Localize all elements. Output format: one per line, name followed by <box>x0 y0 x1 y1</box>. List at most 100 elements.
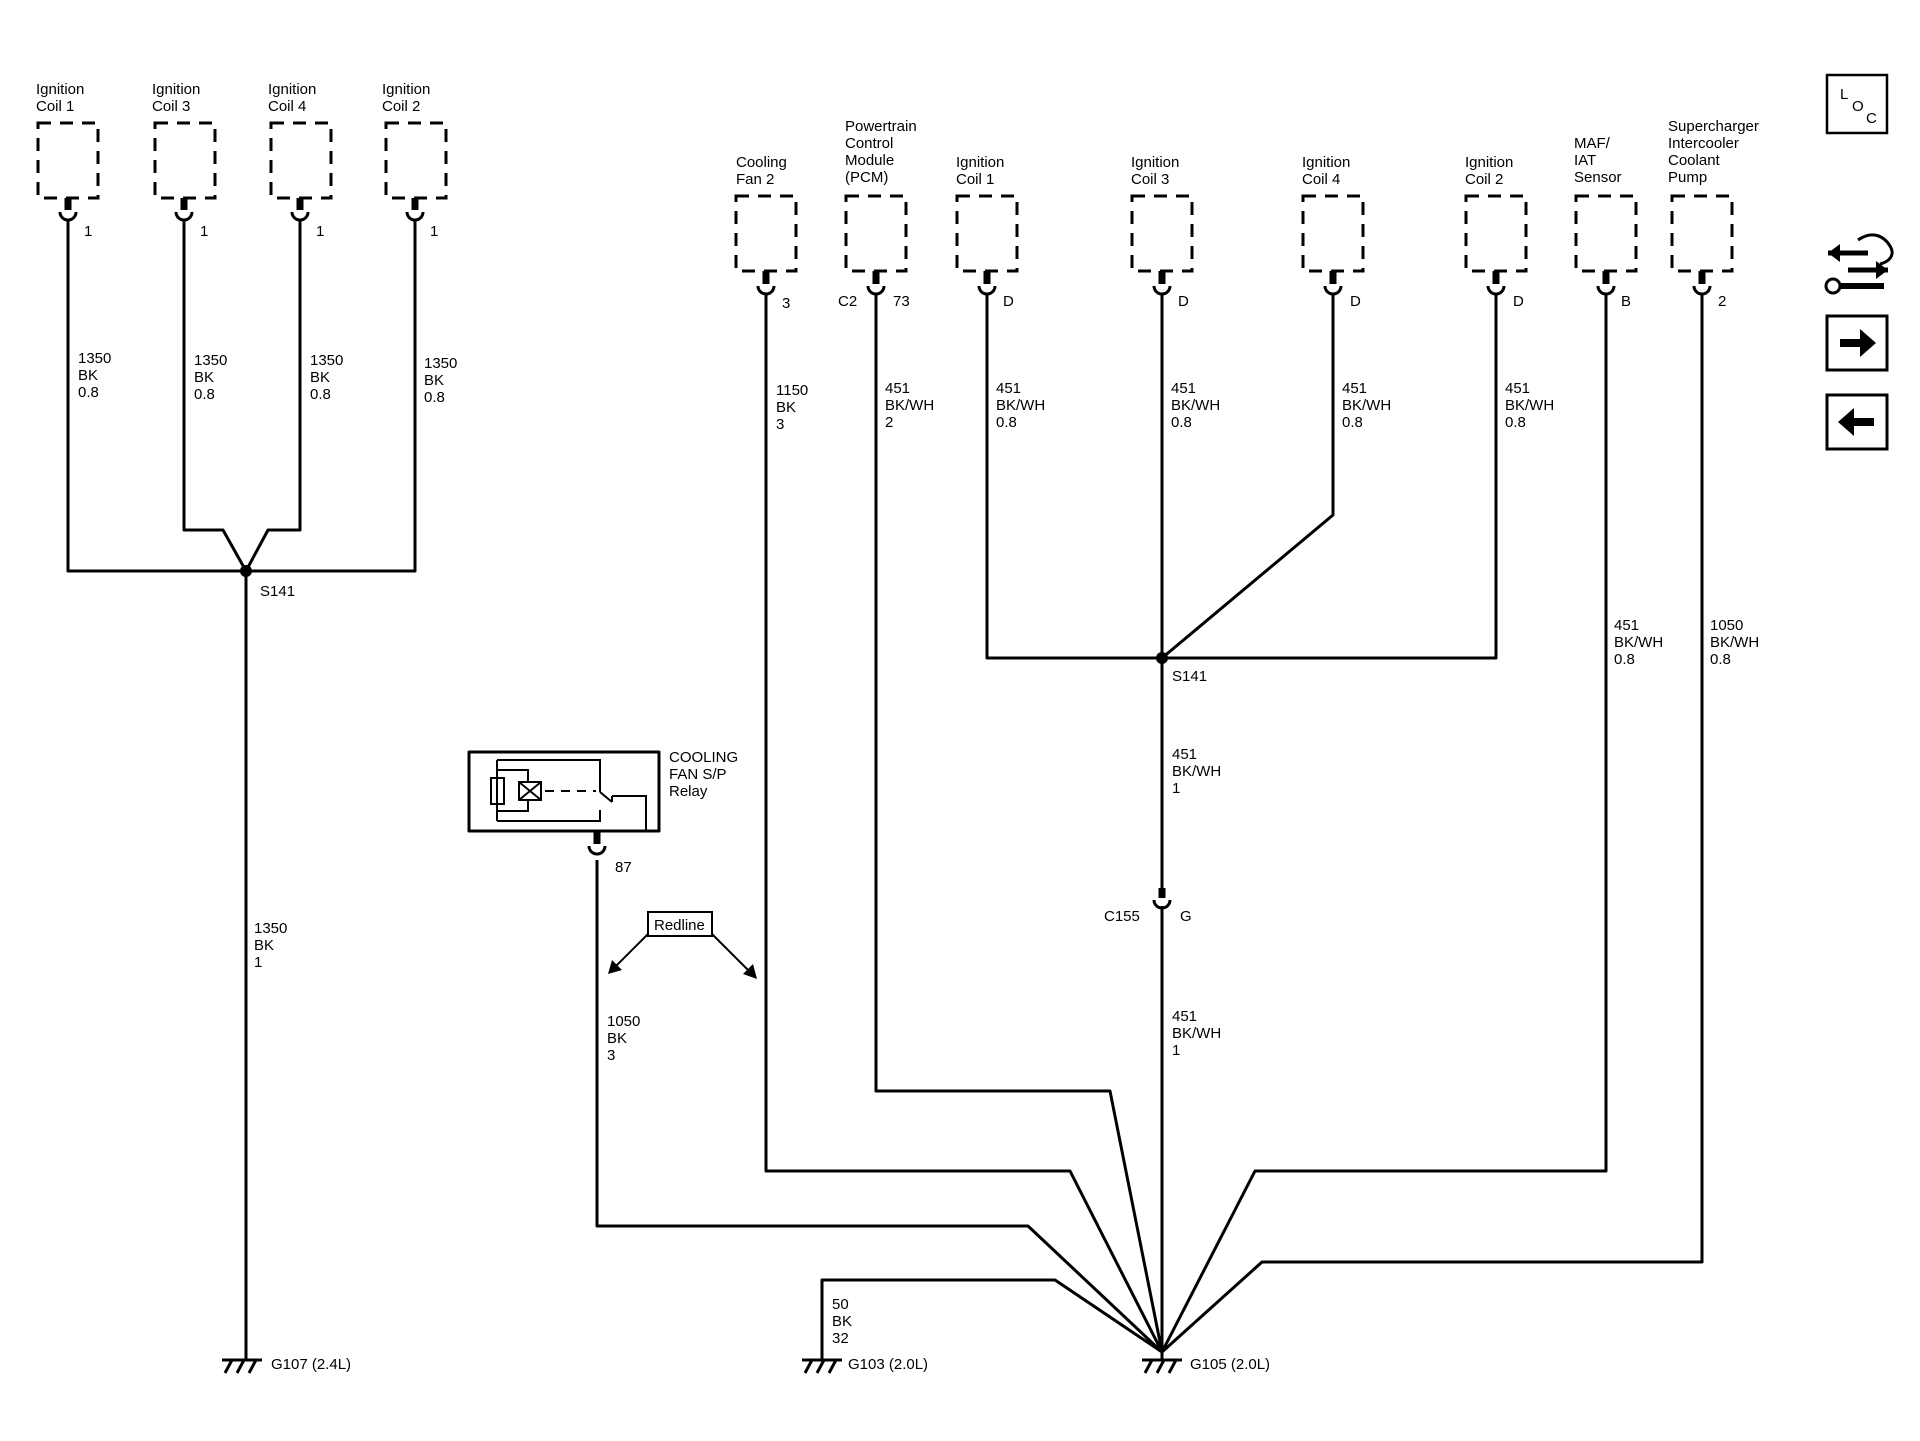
component-label: Supercharger <box>1668 118 1759 135</box>
component-label: Ignition <box>268 81 316 98</box>
right-wires <box>595 294 1704 1360</box>
component-label: Coil 1 <box>956 171 994 188</box>
component-label: Ignition <box>382 81 430 98</box>
previous-arrow-icon[interactable] <box>1825 393 1889 451</box>
wire-gauge: 0.8 <box>1505 414 1526 431</box>
right-components: Cooling Fan 2 3 1150 BK 3 Powertrain Con… <box>734 118 1759 668</box>
wire-gauge: 0.8 <box>424 389 445 406</box>
wire-gauge: 0.8 <box>78 384 99 401</box>
wire-gauge: 3 <box>607 1047 615 1064</box>
wire-gauge: 2 <box>885 414 893 431</box>
component-label: Sensor <box>1574 169 1622 186</box>
circuit-number: 1350 <box>194 352 227 369</box>
circuit-number: 451 <box>1505 380 1530 397</box>
pin-label: D <box>1513 293 1524 310</box>
circuit-number: 1050 <box>607 1013 640 1030</box>
ground-g105[interactable]: G105 (2.0L) <box>1142 1352 1270 1374</box>
pin-label: 87 <box>615 859 632 876</box>
component-label: Ignition <box>956 154 1004 171</box>
circuit-number: 451 <box>885 380 910 397</box>
component-label: Ignition <box>36 81 84 98</box>
pin-label: 2 <box>1718 293 1726 310</box>
wire-gauge: 0.8 <box>310 386 331 403</box>
left-ignition-coil-2[interactable]: Ignition Coil 2 1 1350 BK 0.8 <box>382 81 457 406</box>
cooling-fan-sp-relay[interactable]: COOLING FAN S/P Relay 87 <box>467 749 738 876</box>
circuit-number: 1350 <box>310 352 343 369</box>
relay-label: Relay <box>669 783 708 800</box>
wire-color: BK <box>424 372 444 389</box>
ground-label: G107 (2.4L) <box>271 1356 351 1373</box>
wire-gauge: 0.8 <box>1342 414 1363 431</box>
loc-icon[interactable]: L O C <box>1825 73 1889 135</box>
left-ignition-coils: Ignition Coil 1 1 1350 BK 0.8 Ignition C… <box>36 81 457 1374</box>
pin-label: 73 <box>893 293 910 310</box>
circuit-number: 1150 <box>776 382 808 399</box>
wire-color: BK/WH <box>1171 397 1220 414</box>
component-label: Coil 3 <box>1131 171 1169 188</box>
circuit-number: 1350 <box>78 350 111 367</box>
component-pcm[interactable]: Powertrain Control Module (PCM) C2 73 45… <box>838 118 934 431</box>
splice-dot <box>240 565 252 577</box>
loc-letter: C <box>1866 110 1877 127</box>
pin-label: B <box>1621 293 1631 310</box>
wire-color: BK/WH <box>1710 634 1759 651</box>
component-label: Ignition <box>1465 154 1513 171</box>
redline-label: Redline <box>654 917 705 934</box>
component-ignition-coil-1[interactable]: Ignition Coil 1 D 451 BK/WH 0.8 <box>955 154 1045 431</box>
component-cooling-fan-2[interactable]: Cooling Fan 2 3 1150 BK 3 <box>734 154 808 433</box>
component-wrench-icon[interactable] <box>1824 233 1894 295</box>
component-label: Coil 1 <box>36 98 74 115</box>
wire-color: BK <box>776 399 796 416</box>
left-ignition-coil-1[interactable]: Ignition Coil 1 1 1350 BK 0.8 <box>36 81 111 401</box>
component-label: MAF/ <box>1574 135 1611 152</box>
c155-pin-label: G <box>1180 908 1192 925</box>
component-label: Coil 3 <box>152 98 190 115</box>
component-ignition-coil-4[interactable]: Ignition Coil 4 D 451 BK/WH 0.8 <box>1301 154 1391 431</box>
component-label: Coil 2 <box>382 98 420 115</box>
circuit-number: 451 <box>1614 617 1639 634</box>
component-label: (PCM) <box>845 169 888 186</box>
component-supercharger-coolant-pump[interactable]: Supercharger Intercooler Coolant Pump 2 … <box>1668 118 1759 668</box>
component-label: Module <box>845 152 894 169</box>
circuit-number: 1050 <box>1710 617 1743 634</box>
left-ignition-coil-4[interactable]: Ignition Coil 4 1 1350 BK 0.8 <box>268 81 343 403</box>
pin-label: D <box>1003 293 1014 310</box>
pin-label: 1 <box>430 223 438 240</box>
wire-gauge: 3 <box>776 416 784 433</box>
ground-label: G103 (2.0L) <box>848 1356 928 1373</box>
relay-label: COOLING <box>669 749 738 766</box>
pin-label: 3 <box>782 295 790 312</box>
wire-gauge: 0.8 <box>1614 651 1635 668</box>
left-splice-label: S141 <box>260 583 295 600</box>
next-arrow-icon[interactable] <box>1825 314 1889 372</box>
wire-color: BK <box>254 937 274 954</box>
wire-gauge: 1 <box>1172 780 1180 797</box>
ground-g103[interactable]: G103 (2.0L) <box>802 1356 928 1374</box>
wire-gauge: 0.8 <box>194 386 215 403</box>
wire-color: BK <box>832 1313 852 1330</box>
component-ignition-coil-3[interactable]: Ignition Coil 3 D 451 BK/WH 0.8 <box>1130 154 1220 431</box>
pin-label: D <box>1178 293 1189 310</box>
pin-label: 1 <box>200 223 208 240</box>
wire-color: BK <box>607 1030 627 1047</box>
wire-color: BK <box>194 369 214 386</box>
component-ignition-coil-2[interactable]: Ignition Coil 2 D 451 BK/WH 0.8 <box>1464 154 1554 431</box>
redline-callout[interactable]: Redline <box>608 911 757 979</box>
pin-label: 1 <box>316 223 324 240</box>
ground-g107[interactable]: G107 (2.4L) <box>222 1356 351 1374</box>
component-maf-iat-sensor[interactable]: MAF/ IAT Sensor B 451 BK/WH 0.8 <box>1574 135 1663 668</box>
left-ignition-coil-3[interactable]: Ignition Coil 3 1 1350 BK 0.8 <box>152 81 227 403</box>
component-label: Ignition <box>152 81 200 98</box>
right-splice-label: S141 <box>1172 668 1207 685</box>
component-label: Cooling <box>736 154 787 171</box>
component-label: Ignition <box>1131 154 1179 171</box>
wire-gauge: 0.8 <box>1710 651 1731 668</box>
wire-color: BK <box>78 367 98 384</box>
wire-color: BK/WH <box>885 397 934 414</box>
wire-color: BK/WH <box>1172 763 1221 780</box>
loc-letter: L <box>1840 86 1848 103</box>
pin-label: D <box>1350 293 1361 310</box>
component-label: Powertrain <box>845 118 917 135</box>
wire-gauge: 32 <box>832 1330 849 1347</box>
